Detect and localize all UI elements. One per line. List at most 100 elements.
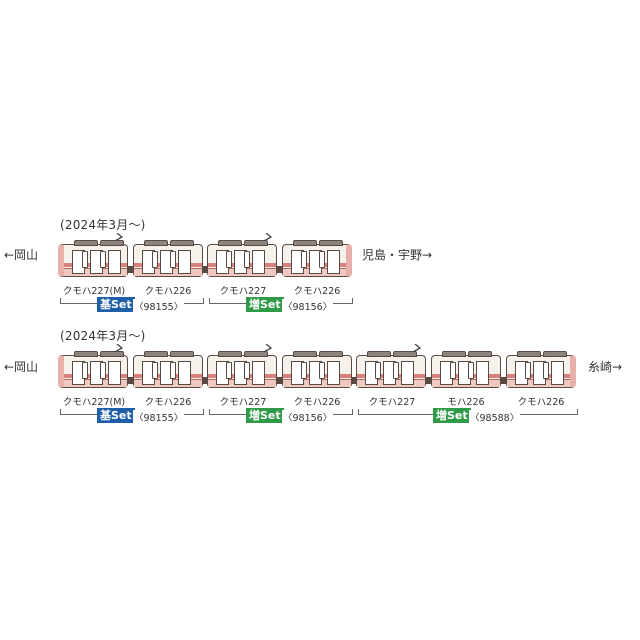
roof-vent <box>367 351 392 357</box>
train-car <box>356 351 427 388</box>
car-window <box>318 362 325 379</box>
car-label: クモハ226 <box>144 397 192 408</box>
coupler <box>276 266 283 273</box>
pantograph-icon <box>114 344 124 352</box>
train-car <box>58 351 128 388</box>
roof-vent <box>74 351 98 357</box>
pantograph-icon <box>413 344 422 352</box>
car-window <box>226 362 233 379</box>
car-window <box>318 251 325 268</box>
add-set-badge: 増Set <box>246 297 284 312</box>
coupler <box>127 266 133 273</box>
date-label-row1: (2024年3月〜) <box>60 218 146 232</box>
car-door <box>326 250 340 274</box>
left-destination-row2: ←岡山 <box>4 360 39 374</box>
set-code: 〈98156〉 <box>282 410 334 424</box>
right-destination-row1: 児島・宇野→ <box>362 248 433 262</box>
train-car <box>431 351 501 388</box>
coupler <box>201 377 208 384</box>
car-window <box>244 362 251 379</box>
left-destination-row1: ←岡山 <box>4 248 39 262</box>
car-window <box>524 362 531 379</box>
train-car <box>281 351 352 388</box>
car-window <box>100 251 106 268</box>
car-door <box>108 250 121 274</box>
car-door <box>108 361 121 385</box>
train-car <box>281 240 352 277</box>
car-label: クモハ227 <box>219 286 267 297</box>
roof-vent <box>169 351 194 357</box>
car-door <box>252 361 266 385</box>
base-set-badge: 基Set <box>97 297 135 312</box>
car-window <box>244 251 251 268</box>
car-window <box>82 362 88 379</box>
roof-vent <box>218 240 243 246</box>
car-window <box>226 251 233 268</box>
car-window <box>169 362 176 379</box>
roof-vent <box>100 240 124 246</box>
car-window <box>169 251 176 268</box>
pantograph-icon <box>263 344 273 352</box>
base-set-badge: 基Set <box>97 408 135 423</box>
train-car <box>207 240 278 277</box>
car-window <box>393 362 400 379</box>
car-window <box>300 362 307 379</box>
right-destination-row2: 糸崎→ <box>588 360 623 374</box>
car-label: モハ226 <box>447 397 485 408</box>
car-window <box>151 251 158 268</box>
car-label: クモハ226 <box>144 286 192 297</box>
car-door <box>177 250 191 274</box>
car-window <box>82 251 88 268</box>
car-label: クモハ226 <box>293 286 341 297</box>
car-door <box>476 361 489 385</box>
date-label-row2: (2024年3月〜) <box>60 329 146 343</box>
set-code: 〈98156〉 <box>282 299 334 313</box>
set-code: 〈98588〉 <box>469 410 521 424</box>
roof-vent <box>100 351 124 357</box>
car-door <box>252 250 266 274</box>
roof-vent <box>442 351 466 357</box>
roof-vent <box>169 240 194 246</box>
coupler <box>350 377 357 384</box>
train-car <box>505 351 576 388</box>
car-window <box>450 362 456 379</box>
roof-vent <box>143 240 168 246</box>
train-car <box>58 240 128 277</box>
roof-vent <box>74 240 98 246</box>
car-door <box>550 361 564 385</box>
set-code: 〈98155〉 <box>133 410 185 424</box>
car-window <box>468 362 474 379</box>
set-code: 〈98155〉 <box>133 299 185 313</box>
coupler <box>276 377 283 384</box>
car-door <box>401 361 415 385</box>
car-door <box>326 361 340 385</box>
coupler <box>500 377 506 384</box>
coupler <box>127 377 133 384</box>
roof-vent <box>218 351 243 357</box>
add-set-badge: 増Set <box>246 408 284 423</box>
car-label: クモハ227 <box>368 397 416 408</box>
car-label: クモハ227(M) <box>62 286 126 297</box>
roof-vent <box>244 351 269 357</box>
car-door <box>177 361 191 385</box>
car-label: クモハ226 <box>293 397 341 408</box>
roof-vent <box>244 240 269 246</box>
roof-vent <box>292 351 317 357</box>
roof-vent <box>143 351 168 357</box>
coupler <box>425 377 432 384</box>
car-label: クモハ227 <box>219 397 267 408</box>
add-set-badge: 増Set <box>433 408 471 423</box>
car-label: クモハ226 <box>517 397 565 408</box>
car-window <box>375 362 382 379</box>
roof-vent <box>318 351 343 357</box>
pantograph-icon <box>114 233 124 241</box>
train-car <box>207 351 278 388</box>
roof-vent <box>542 351 567 357</box>
train-car <box>132 351 203 388</box>
train-car <box>132 240 203 277</box>
car-label: クモハ227(M) <box>62 397 126 408</box>
car-window <box>300 251 307 268</box>
car-window <box>100 362 106 379</box>
roof-vent <box>292 240 317 246</box>
roof-vent <box>516 351 541 357</box>
